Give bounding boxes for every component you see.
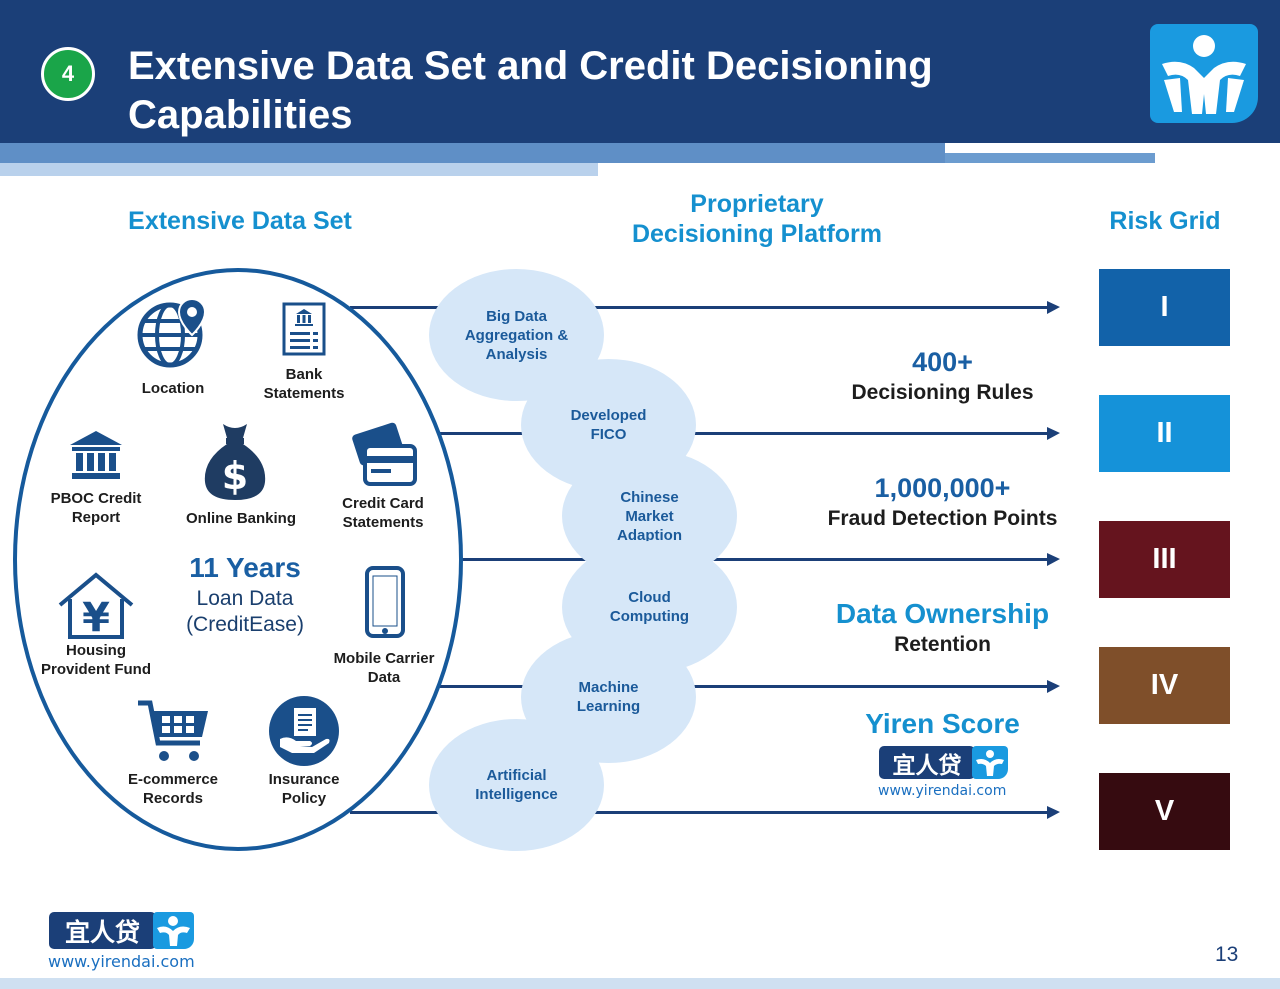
yuan-house-icon: ¥ xyxy=(56,571,136,644)
header-stripe xyxy=(0,143,945,163)
footer-brand-wordmark: 宜人贷 xyxy=(49,912,156,949)
footer-bar xyxy=(0,978,1280,989)
yirendai-logo xyxy=(972,746,1008,779)
globe-pin-icon xyxy=(136,297,210,376)
heading-risk-grid: Risk Grid xyxy=(1109,207,1221,235)
risk-grid-tier-1: I xyxy=(1099,269,1230,346)
rules-label: Decisioning Rules xyxy=(851,381,1034,404)
platform-bubble-label: Machine Learning xyxy=(576,679,641,715)
label-pboc-credit-report: PBOC Credit Report xyxy=(50,490,142,526)
footer-yirendai-logo xyxy=(153,912,194,949)
risk-grid-tier-5: V xyxy=(1099,773,1230,850)
platform-bubble-label: Big Data Aggregation & Analysis xyxy=(464,307,569,363)
platform-bubble-ai: Artificial Intelligence xyxy=(429,719,604,851)
insurance-policy-icon xyxy=(268,695,340,772)
flow-arrow xyxy=(462,553,1060,566)
label-credit-card-statements: Credit Card Statements xyxy=(342,495,424,531)
platform-bubble-label: Chinese Market Adaption xyxy=(617,488,682,544)
heading-decisioning-platform: Proprietary Decisioning Platform xyxy=(631,190,883,248)
header-stripe xyxy=(945,153,1155,163)
heading-extensive-data-set: Extensive Data Set xyxy=(128,207,352,235)
fraud-points-label: Fraud Detection Points xyxy=(827,507,1058,530)
yiren-score-label: Yiren Score xyxy=(865,708,1020,739)
mobile-phone-icon xyxy=(364,565,406,644)
risk-grid-tier-4: IV xyxy=(1099,647,1230,724)
page-number: 13 xyxy=(1215,943,1239,966)
data-set-oval xyxy=(13,268,463,851)
money-bag-icon: $ xyxy=(201,420,269,507)
footer-brand-url: www.yirendai.com xyxy=(48,952,195,971)
data-ownership-label: Data Ownership xyxy=(835,598,1050,629)
risk-grid-tier-3: III xyxy=(1099,521,1230,598)
shopping-cart-icon xyxy=(136,697,212,770)
page-title: Extensive Data Set and Credit Decisionin… xyxy=(128,44,933,137)
years-label: 11 Years xyxy=(189,552,301,583)
rules-count: 400+ xyxy=(912,347,973,377)
flow-arrow xyxy=(350,806,1060,819)
flow-arrow xyxy=(440,427,1060,440)
platform-bubble-label: Artificial Intelligence xyxy=(475,767,558,803)
label-ecommerce-records: E-commerce Records xyxy=(127,771,219,807)
bank-statement-icon xyxy=(282,302,326,361)
label-location: Location xyxy=(141,380,205,397)
platform-bubble-label: Cloud Computing xyxy=(609,589,690,625)
bank-building-icon xyxy=(68,429,124,486)
label-insurance-policy: Insurance Policy xyxy=(268,771,340,807)
yirendai-logo xyxy=(1150,24,1258,123)
brand-wordmark: 宜人贷 xyxy=(879,746,975,779)
svg-text:¥: ¥ xyxy=(82,595,110,639)
credit-card-icon xyxy=(351,420,417,493)
fraud-points-count: 1,000,000+ xyxy=(874,473,1011,503)
risk-grid-tier-2: II xyxy=(1099,395,1230,472)
brand-url: www.yirendai.com xyxy=(878,783,1007,799)
platform-bubble-label: Developed FICO xyxy=(570,407,647,443)
label-housing-provident-fund: Housing Provident Fund xyxy=(41,642,151,678)
label-online-banking: Online Banking xyxy=(185,510,296,527)
label-bank-statements: Bank Statements xyxy=(263,366,345,402)
header-bar xyxy=(0,0,1280,143)
section-number-badge: 4 xyxy=(41,47,95,101)
label-mobile-carrier-data: Mobile Carrier Data xyxy=(333,650,435,686)
flow-arrow xyxy=(350,301,1060,314)
header-stripe-light xyxy=(0,163,598,176)
flow-arrow xyxy=(440,680,1060,693)
svg-text:$: $ xyxy=(222,454,248,498)
loan-data-label: Loan Data (CreditEase) xyxy=(186,587,304,636)
retention-label: Retention xyxy=(894,633,991,656)
